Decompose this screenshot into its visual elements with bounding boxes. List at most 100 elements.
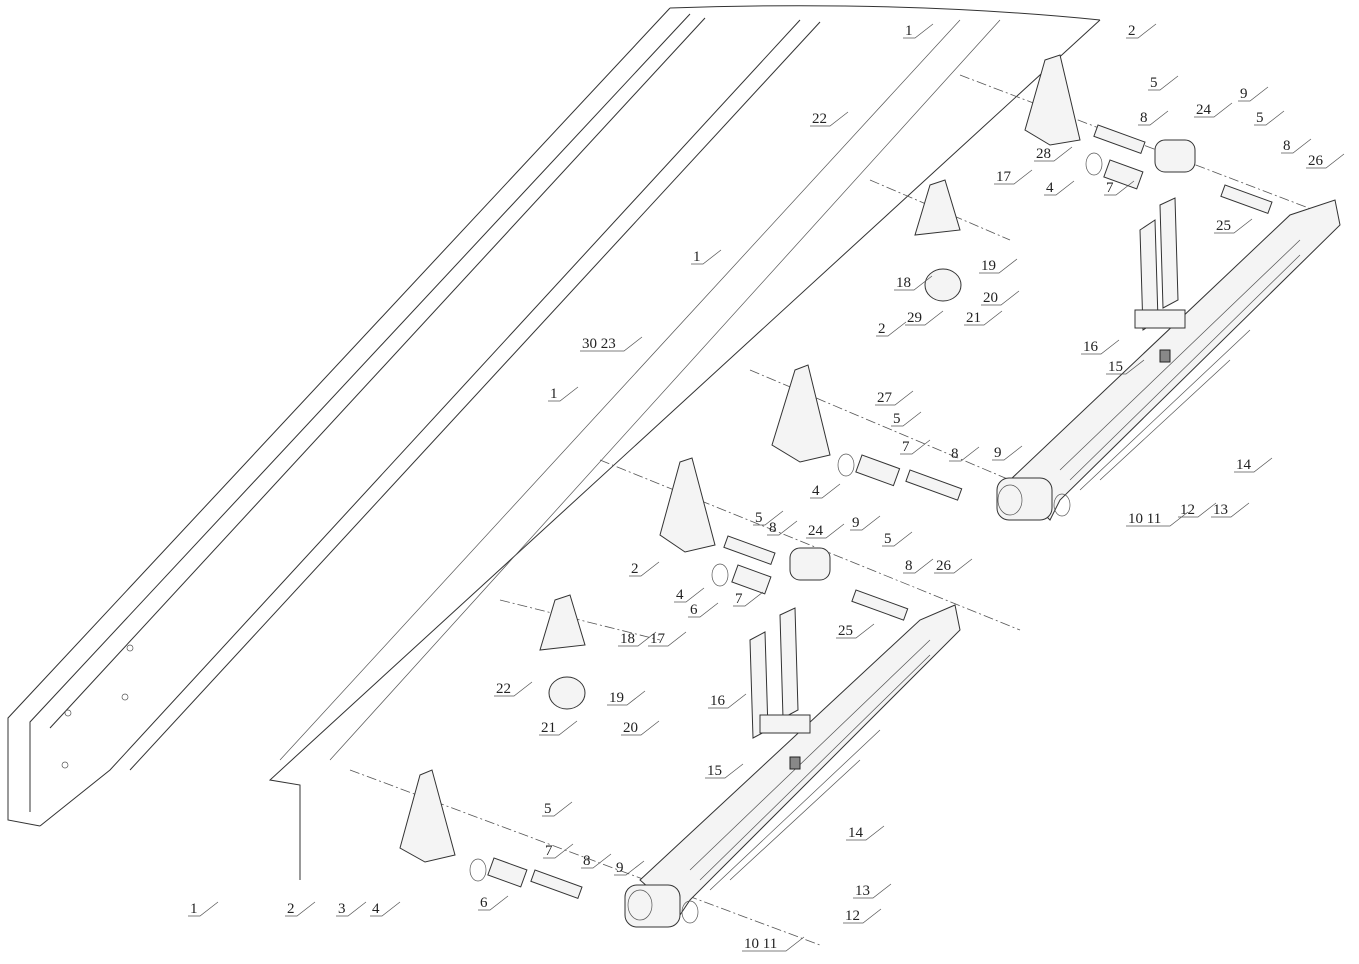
callout-label: 1	[190, 901, 198, 917]
leader-line	[548, 386, 579, 402]
leader-line	[934, 558, 973, 574]
callout-label: 9	[852, 515, 860, 531]
callout-label: 9	[994, 445, 1002, 461]
leader-line	[1211, 502, 1250, 518]
leader-line	[542, 801, 573, 817]
leader-line	[1194, 102, 1233, 118]
callout-label: 1	[693, 249, 701, 265]
callout-label: 2	[287, 901, 295, 917]
callout-label: 17	[996, 169, 1012, 185]
callout-label: 7	[545, 843, 553, 859]
callout-label: 4	[1046, 180, 1054, 196]
leader-line	[903, 23, 934, 39]
callout-label: 7	[1106, 180, 1114, 196]
leader-line	[1106, 359, 1145, 375]
callout-label: 26	[936, 558, 952, 574]
leader-line	[979, 258, 1018, 274]
callout-label: 10 11	[744, 936, 777, 952]
callout-label: 5	[884, 531, 892, 547]
callout-label: 14	[1236, 457, 1252, 473]
leader-line	[1238, 86, 1269, 102]
callout-label: 7	[902, 439, 910, 455]
leader-line	[1034, 146, 1073, 162]
callout-label: 16	[1083, 339, 1099, 355]
callout-label: 24	[808, 523, 824, 539]
callout-label: 4	[812, 483, 820, 499]
callout-label: 12	[1180, 502, 1195, 518]
callout-label: 25	[1216, 218, 1231, 234]
callout-label: 8	[583, 853, 591, 869]
leader-line	[580, 336, 643, 352]
callout-label: 2	[1128, 23, 1136, 39]
leader-line	[674, 587, 705, 603]
leader-line	[1234, 457, 1273, 473]
callout-label: 4	[372, 901, 380, 917]
leader-line	[900, 439, 931, 455]
pins-bushings	[469, 124, 1273, 900]
leader-line	[1214, 218, 1253, 234]
leader-line	[903, 558, 934, 574]
leader-line	[876, 321, 907, 337]
leader-line	[875, 390, 914, 406]
leader-line	[581, 853, 612, 869]
leader-line	[806, 523, 845, 539]
callout-label: 16	[710, 693, 726, 709]
callout-label: 17	[650, 631, 666, 647]
leader-line	[894, 275, 933, 291]
callout-label: 29	[907, 310, 922, 326]
leader-line	[614, 860, 645, 876]
frame-rail	[7, 5, 1101, 880]
callout-label: 5	[544, 801, 552, 817]
callout-label: 13	[855, 883, 870, 899]
callout-label: 13	[1213, 502, 1228, 518]
leader-line	[708, 693, 747, 709]
leader-line	[543, 843, 574, 859]
callout-label: 1	[550, 386, 558, 402]
callout-label: 14	[848, 825, 864, 841]
callout-label: 2	[631, 561, 639, 577]
leader-line	[1126, 23, 1157, 39]
leader-line	[539, 720, 578, 736]
leader-line	[905, 310, 944, 326]
callout-label: 15	[707, 763, 722, 779]
callout-label: 6	[690, 602, 698, 618]
leaf-spring-rear	[996, 197, 1341, 521]
leader-line	[767, 520, 798, 536]
callout-label: 5	[1256, 110, 1264, 126]
leader-line	[494, 681, 533, 697]
hanger-brackets	[399, 54, 1196, 863]
callout-label: 28	[1036, 146, 1051, 162]
leader-line	[882, 531, 913, 547]
leader-line	[1044, 180, 1075, 196]
callout-label: 8	[769, 520, 777, 536]
callout-label: 21	[541, 720, 556, 736]
leader-line	[336, 901, 367, 917]
leaf-spring-front	[624, 604, 961, 928]
callout-label: 21	[966, 310, 981, 326]
leader-line	[992, 445, 1023, 461]
leader-line	[742, 936, 805, 952]
callout-label: 9	[616, 860, 624, 876]
leader-line	[846, 825, 885, 841]
leader-line	[1148, 75, 1179, 91]
callout-label: 1	[905, 23, 913, 39]
leader-line	[733, 591, 764, 607]
leader-line	[949, 446, 980, 462]
callout-label: 5	[1150, 75, 1158, 91]
callout-label: 8	[905, 558, 913, 574]
callout-label: 19	[981, 258, 996, 274]
leader-line	[607, 690, 646, 706]
callout-label: 8	[951, 446, 959, 462]
leader-line	[981, 290, 1020, 306]
leader-line	[478, 895, 509, 911]
callout-label: 9	[1240, 86, 1248, 102]
callout-label: 25	[838, 623, 853, 639]
leader-line	[629, 561, 660, 577]
leader-line	[1306, 153, 1345, 169]
callout-label: 12	[845, 908, 860, 924]
callout-label: 27	[877, 390, 893, 406]
leader-line	[188, 901, 219, 917]
